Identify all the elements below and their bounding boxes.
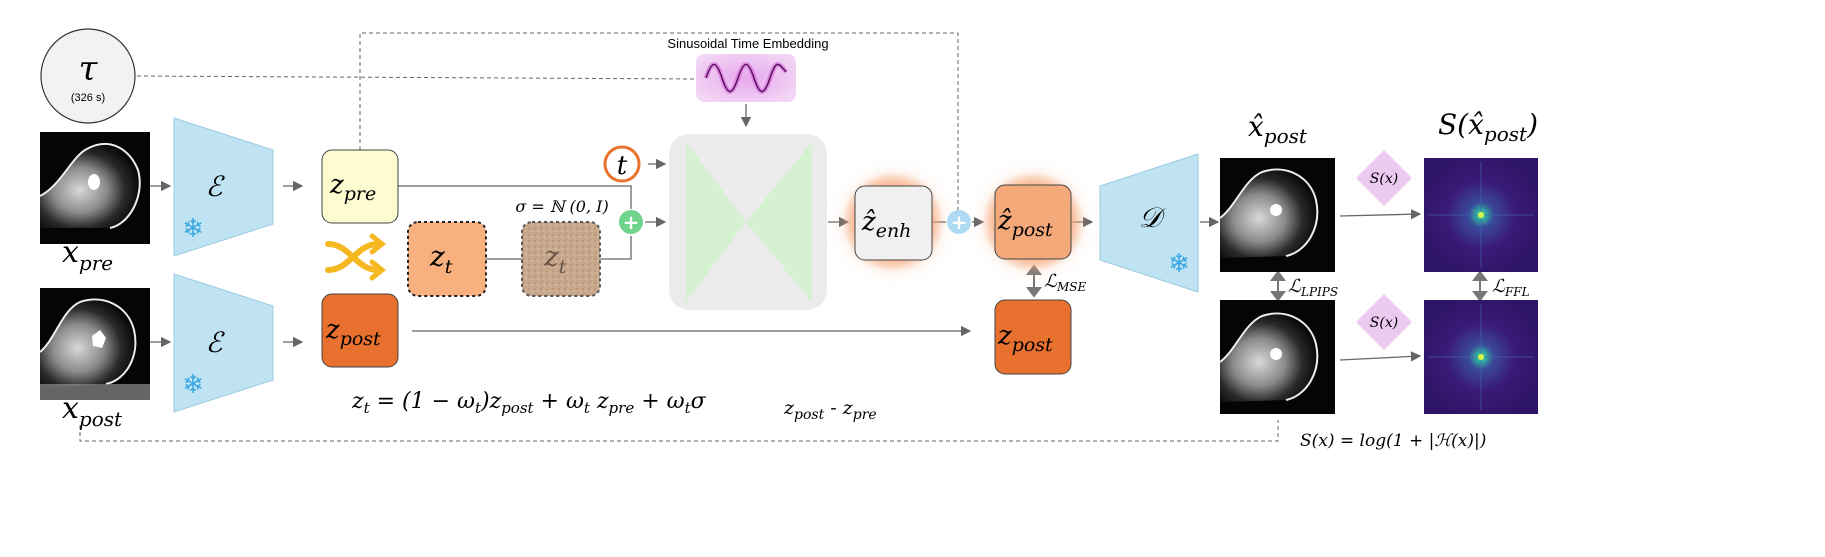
svg-text:ẑpost: ẑpost	[997, 206, 1053, 241]
z-post-target-box: zpost	[994, 299, 1072, 375]
line-zpre-plus	[398, 185, 632, 209]
x-pre-image	[39, 132, 150, 244]
tau-to-embedding-line	[136, 75, 698, 80]
snowflake-icon: ❄	[182, 214, 204, 244]
plus-node-blue: +	[947, 210, 971, 234]
s-func-diamond-bottom: S(x)	[1356, 294, 1412, 350]
latent-difference-label: zpost - zpre	[783, 397, 877, 423]
spectrum-bottom	[1424, 300, 1538, 414]
plus-node-green: +	[619, 210, 643, 234]
z-t-noisy-box: zt	[521, 221, 601, 297]
z-enh-box: ẑenh	[842, 172, 944, 272]
tau-symbol: τ	[79, 49, 99, 89]
z-post-box: zpost	[321, 293, 399, 368]
svg-text:+: +	[623, 210, 640, 234]
x-post-label: xpost	[62, 391, 123, 431]
x-post-hat-label: x̂post	[1248, 110, 1308, 148]
svg-text:zt: zt	[543, 240, 567, 278]
line-noise-plus	[600, 236, 632, 260]
bottom-feedback-line	[79, 420, 1279, 442]
svg-text:S(x): S(x)	[1370, 315, 1398, 331]
snowflake-icon: ❄	[1168, 249, 1190, 279]
spectrum-equation: S(x) = log(1 + |ℋ(x)|)	[1300, 431, 1486, 451]
svg-text:t: t	[617, 151, 628, 181]
snowflake-icon: ❄	[182, 370, 204, 400]
svg-text:ẑenh: ẑenh	[861, 207, 911, 242]
z-post-hat-box: ẑpost	[982, 172, 1084, 272]
loss-lpips: ℒLPIPS	[1288, 276, 1338, 299]
encoder-pre: ℰ ❄	[173, 117, 274, 257]
t-node: t	[603, 145, 641, 183]
s-x-post-hat-label: S(x̂post)	[1438, 108, 1538, 146]
unet-block	[669, 134, 827, 310]
noise-label: σ = ℕ (0, I)	[515, 197, 608, 216]
shuffle-icon	[325, 233, 387, 281]
dashed-connectors	[79, 32, 1279, 442]
svg-text:zpost: zpost	[325, 315, 381, 350]
spectrum-top	[1424, 158, 1538, 272]
s-func-diamond-top: S(x)	[1356, 150, 1412, 206]
arrow-xposthat-spectrum	[1339, 209, 1422, 220]
tau-value: (326 s)	[71, 92, 105, 104]
svg-text:zpost: zpost	[997, 321, 1053, 356]
encoder-post: ℰ ❄	[173, 273, 274, 413]
svg-text:S(x): S(x)	[1370, 171, 1398, 187]
z-t-box: zt	[407, 221, 487, 297]
z-pre-box: zpre	[321, 149, 399, 224]
tau-node: τ (326 s)	[40, 28, 136, 124]
loss-mse: ℒMSE	[1044, 271, 1086, 294]
loss-ffl: ℒFFL	[1492, 276, 1530, 299]
x-post-hat-image	[1219, 158, 1335, 272]
encoder-symbol: ℰ	[206, 326, 226, 359]
time-embedding-box	[696, 54, 796, 102]
zpre-skip-line	[359, 32, 959, 218]
encoder-symbol: ℰ	[206, 170, 226, 203]
time-embedding: Sinusoidal Time Embedding	[667, 36, 829, 102]
svg-text:+: +	[951, 210, 968, 234]
svg-text:zpre: zpre	[329, 170, 376, 205]
svg-text:zt: zt	[429, 240, 453, 278]
x-post-gt-image	[1219, 300, 1335, 414]
decoder: 𝒟 ❄	[1099, 153, 1199, 293]
x-post-image	[39, 288, 150, 400]
zt-equation: zt = (1 − ωt)zpost + ωt zpre + ωtσ	[351, 389, 707, 417]
time-embedding-label: Sinusoidal Time Embedding	[667, 36, 828, 51]
x-pre-label: xpre	[62, 235, 113, 275]
arrow-xpost-spectrum	[1339, 351, 1422, 362]
